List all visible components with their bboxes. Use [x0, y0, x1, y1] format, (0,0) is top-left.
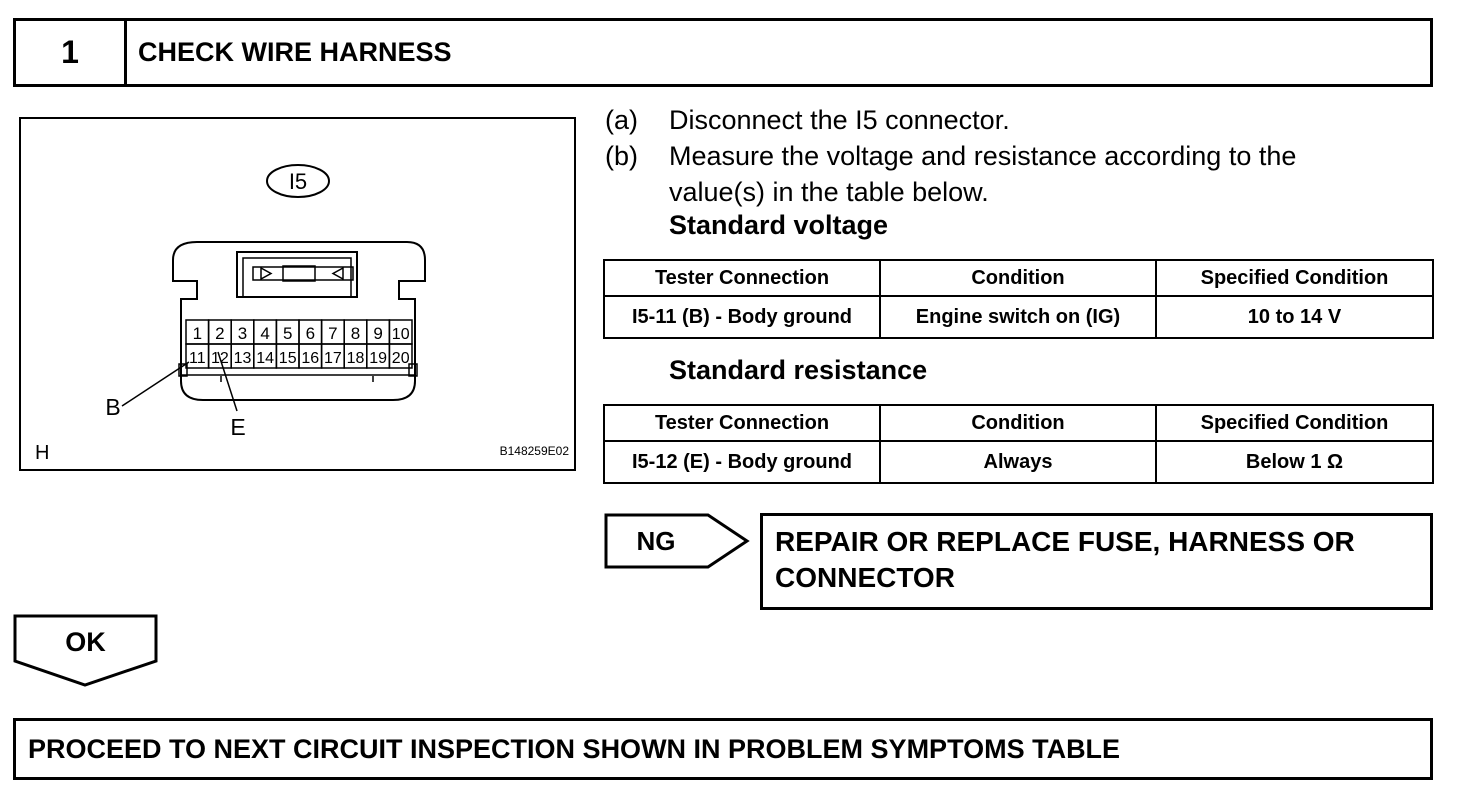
- pin-number: 11: [189, 350, 206, 367]
- voltage-heading: Standard voltage: [669, 210, 889, 240]
- pin-number: 10: [392, 326, 410, 343]
- resistance-header-connection: Tester Connection: [603, 404, 881, 442]
- resistance-cell-condition: Always: [879, 440, 1157, 484]
- pin-number: 16: [301, 350, 319, 367]
- connector-label-oval: [266, 164, 330, 198]
- ng-result-box: REPAIR OR REPLACE FUSE, HARNESS OR CONNE…: [760, 513, 1433, 610]
- down-arrow-icon: [13, 614, 158, 687]
- pin-number: 9: [373, 324, 382, 343]
- resistance-header-condition: Condition: [879, 404, 1157, 442]
- pin-cell: [388, 343, 413, 369]
- instruction-b-line1: Measure the voltage and resistance accor…: [669, 141, 1297, 171]
- step-header: 1 CHECK WIRE HARNESS: [13, 18, 1433, 87]
- instruction-b-label: (b): [605, 141, 638, 171]
- resistance-table: Tester Connection Condition Specified Co…: [603, 404, 1434, 484]
- ng-label: NG: [636, 525, 676, 556]
- pin-number: 17: [324, 350, 342, 367]
- instruction-a-label: (a): [605, 105, 638, 135]
- ng-result-line2: CONNECTOR: [775, 562, 955, 593]
- callout-e: E: [230, 414, 245, 440]
- final-step-text: PROCEED TO NEXT CIRCUIT INSPECTION SHOWN…: [28, 733, 1121, 764]
- instruction-b: (b) Measure the voltage and resistance a…: [605, 138, 1435, 214]
- table-row: I5-11 (B) - Body ground Engine switch on…: [603, 295, 1434, 339]
- pin-number: 20: [392, 350, 410, 367]
- resistance-header-spec: Specified Condition: [1155, 404, 1434, 442]
- pin-number: 8: [351, 324, 360, 343]
- step-number: 1: [16, 21, 127, 84]
- pin-number: 6: [306, 324, 315, 343]
- pin-number: 5: [283, 324, 292, 343]
- resistance-cell-connection: I5-12 (E) - Body ground: [603, 440, 881, 484]
- connector-diagram: I5 1234567891011121314151617181920 B E H…: [35, 164, 570, 464]
- resistance-cell-spec: Below 1 Ω: [1155, 440, 1434, 484]
- pin-number: 4: [260, 324, 269, 343]
- resistance-heading: Standard resistance: [669, 355, 928, 385]
- pin-number: 1: [193, 324, 202, 343]
- voltage-table: Tester Connection Condition Specified Co…: [603, 259, 1434, 339]
- ng-result-line1: REPAIR OR REPLACE FUSE, HARNESS OR: [775, 526, 1355, 557]
- callout-b-leader: [121, 361, 190, 407]
- voltage-cell-spec: 10 to 14 V: [1155, 295, 1434, 339]
- callout-b: B: [105, 394, 120, 420]
- pin-number: 18: [347, 350, 365, 367]
- connector-body: [172, 241, 426, 401]
- voltage-cell-connection: I5-11 (B) - Body ground: [603, 295, 881, 339]
- callout-e-leader: [217, 351, 238, 412]
- view-letter: H: [35, 442, 49, 464]
- final-step-box: PROCEED TO NEXT CIRCUIT INSPECTION SHOWN…: [13, 718, 1433, 780]
- pin-number: 14: [256, 350, 274, 367]
- pin-number: 3: [238, 324, 247, 343]
- voltage-header-condition: Condition: [879, 259, 1157, 297]
- instruction-a-text: Disconnect the I5 connector.: [669, 105, 1010, 135]
- pin-number: 19: [369, 350, 387, 367]
- instruction-b-line2: value(s) in the table below.: [669, 177, 989, 207]
- pin-number: 13: [234, 350, 252, 367]
- right-arrow-icon: [604, 513, 750, 569]
- table-row: I5-12 (E) - Body ground Always Below 1 Ω: [603, 440, 1434, 484]
- ng-arrow: NG: [604, 513, 750, 569]
- ok-arrow: OK: [13, 614, 158, 688]
- pin-number: 7: [328, 324, 337, 343]
- pin-number: 15: [279, 350, 297, 367]
- voltage-cell-condition: Engine switch on (IG): [879, 295, 1157, 339]
- figure-code: B148259E02: [500, 444, 570, 458]
- ok-label: OK: [65, 626, 106, 657]
- pin-grid: 1234567891011121314151617181920: [185, 319, 413, 369]
- step-title: CHECK WIRE HARNESS: [138, 37, 452, 67]
- instruction-a: (a) Disconnect the I5 connector.: [605, 102, 1435, 142]
- voltage-header-spec: Specified Condition: [1155, 259, 1434, 297]
- pin-number: 2: [215, 324, 224, 343]
- voltage-header-connection: Tester Connection: [603, 259, 881, 297]
- connector-figure: I5 1234567891011121314151617181920 B E H…: [19, 117, 576, 471]
- connector-label: I5: [289, 169, 307, 194]
